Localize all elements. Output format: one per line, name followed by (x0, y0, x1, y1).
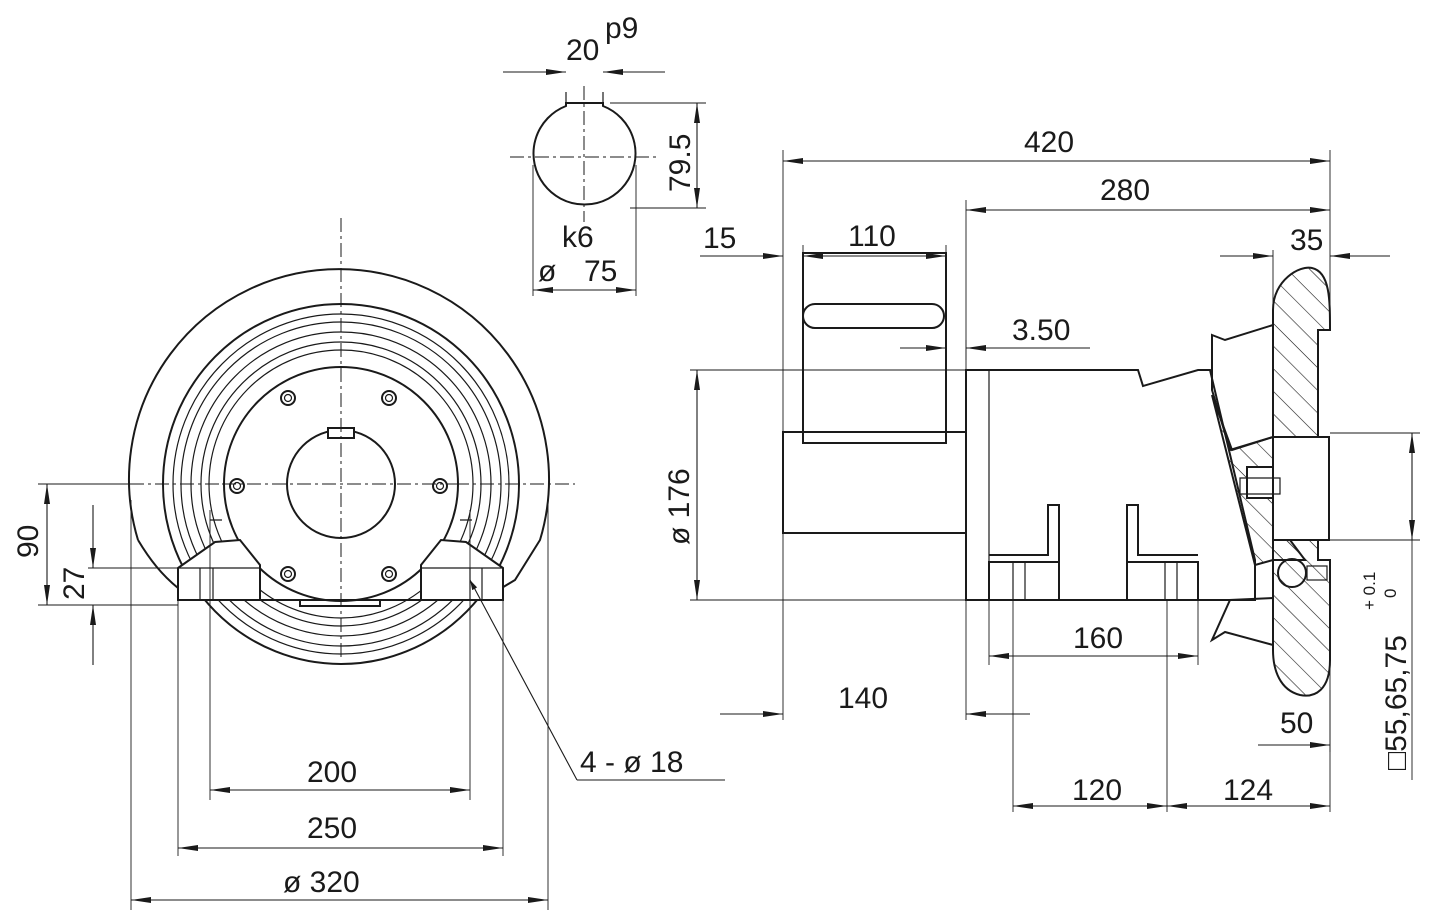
body-diameter-label: ø 176 (663, 468, 696, 545)
rim-ring-3 (190, 331, 492, 637)
shaft-key (802, 431, 947, 444)
side-foot-2 (1126, 504, 1198, 600)
flange-bolt (1277, 558, 1307, 588)
rim-ring-4 (200, 341, 482, 627)
square-bore (1272, 436, 1330, 541)
outer-diameter-label: ø 320 (283, 866, 360, 899)
holes-leader (469, 579, 578, 781)
flange-bolts (229, 390, 448, 582)
foot-spacing-label: 160 (1073, 622, 1123, 655)
flange-offset-label: 50 (1280, 707, 1313, 740)
front-view: 90 27 4 - ø 18 200 250 ø 320 (12, 218, 725, 910)
foot-to-shaft-label: 120 (1072, 774, 1122, 807)
outer-wheel (128, 268, 550, 596)
shaft-key-length-label: 110 (848, 220, 896, 253)
shaft-diameter-label: 75 (584, 255, 617, 288)
square-tol-upper: + 0.1 (1360, 572, 1379, 610)
left-foot (177, 538, 261, 601)
flange-thickness-label: 35 (1290, 224, 1323, 257)
shaft-fit-label: k6 (562, 221, 594, 254)
diameter-symbol: ø (538, 255, 556, 288)
shaft-section (532, 102, 637, 206)
foot-to-end-label: 124 (1223, 774, 1273, 807)
shaft-offset-label: 15 (703, 222, 736, 255)
hub-screw (1239, 477, 1281, 495)
key-tolerance-label: p9 (605, 12, 638, 45)
square-tol-lower: 0 (1381, 589, 1400, 598)
rim-ring-1 (172, 313, 510, 655)
center-height-label: 90 (12, 525, 45, 558)
reducer-body (965, 369, 1256, 601)
foot-height-label: 27 (58, 567, 91, 600)
shaft-body (782, 431, 967, 534)
outer-wheel-left (137, 539, 179, 589)
key-width-label: 20 (566, 34, 599, 67)
flange-upper (1272, 266, 1332, 438)
key-slot (802, 303, 945, 329)
rim-ring-5 (208, 349, 474, 619)
rim-ring-2 (180, 321, 502, 647)
center-pad (260, 599, 381, 607)
square-bore-label: □55,65,75 (1380, 635, 1413, 770)
overall-length-label: 420 (1024, 126, 1074, 159)
right-foot (420, 538, 504, 601)
side-foot-1 (989, 504, 1060, 600)
shaft-length-label: 140 (838, 682, 888, 715)
mounting-holes-label: 4 - ø 18 (580, 746, 683, 779)
gap-label: 3.50 (1012, 314, 1070, 347)
shaft-end-detail: 20 p9 79.5 k6 ø 75 (503, 12, 706, 296)
wheel-rim (162, 303, 520, 665)
foot-width-label: 250 (307, 812, 357, 845)
shaft-key-height-label: 79.5 (664, 134, 697, 192)
lower-cone (1209, 596, 1274, 647)
body-length-label: 280 (1100, 174, 1150, 207)
side-view: 420 280 15 110 3.50 35 ø 176 16 (663, 126, 1420, 812)
hole-spacing-label: 200 (307, 756, 357, 789)
